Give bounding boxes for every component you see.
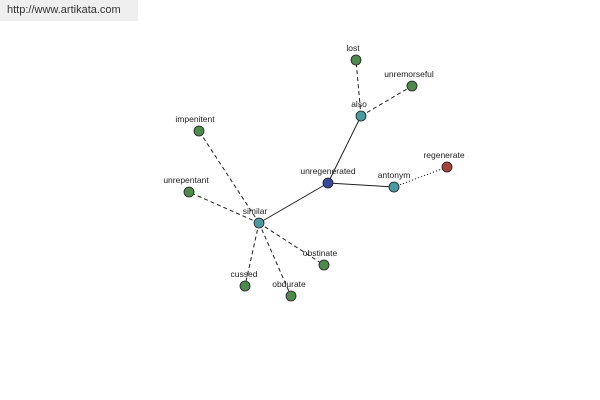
edge-unregenerated-similar (258, 182, 329, 224)
node-label-unrepentant[interactable]: unrepentant (163, 175, 209, 185)
node-antonym[interactable] (388, 181, 400, 193)
edge-also-lost (355, 59, 362, 117)
node-label-unremorseful[interactable]: unremorseful (384, 69, 434, 79)
node-label-obstinate[interactable]: obstinate (303, 248, 338, 258)
edge-similar-impenitent (198, 130, 260, 224)
node-obstinate[interactable] (318, 259, 330, 271)
node-label-regenerate[interactable]: regenerate (423, 150, 464, 160)
node-label-antonym[interactable]: antonym (378, 170, 411, 180)
labels-layer: unregenerated also antonym similar lost unrem… (163, 43, 465, 289)
edge-similar-obdurate (258, 222, 292, 297)
edge-similar-obstinate (258, 222, 325, 266)
source-url[interactable]: http://www.artikata.com (7, 4, 121, 16)
node-also[interactable] (355, 110, 367, 122)
node-label-also[interactable]: also (351, 99, 367, 109)
node-impenitent[interactable] (193, 125, 205, 137)
node-obdurate[interactable] (285, 290, 297, 302)
edge-unregenerated-antonym (327, 182, 395, 188)
node-label-similar[interactable]: similar (243, 206, 268, 216)
source-url-bar: http://www.artikata.com (0, 0, 138, 21)
node-unregenerated[interactable] (322, 177, 334, 189)
node-cussed[interactable] (239, 280, 251, 292)
node-lost[interactable] (350, 54, 362, 66)
node-label-unregenerated[interactable]: unregenerated (300, 166, 356, 176)
node-label-lost[interactable]: lost (346, 43, 360, 53)
node-unrepentant[interactable] (183, 186, 195, 198)
nodes-layer (183, 54, 453, 302)
node-label-impenitent[interactable]: impenitent (175, 114, 215, 124)
node-label-obdurate[interactable]: obdurate (272, 279, 306, 289)
node-similar[interactable] (253, 217, 265, 229)
edge-similar-cussed (244, 222, 260, 287)
node-unremorseful[interactable] (406, 80, 418, 92)
node-label-cussed[interactable]: cussed (231, 269, 258, 279)
edge-also-unremorseful (360, 85, 413, 117)
edge-similar-unrepentant (188, 191, 260, 224)
edge-unregenerated-also (327, 115, 362, 184)
edges-layer (188, 59, 448, 297)
node-regenerate[interactable] (441, 161, 453, 173)
